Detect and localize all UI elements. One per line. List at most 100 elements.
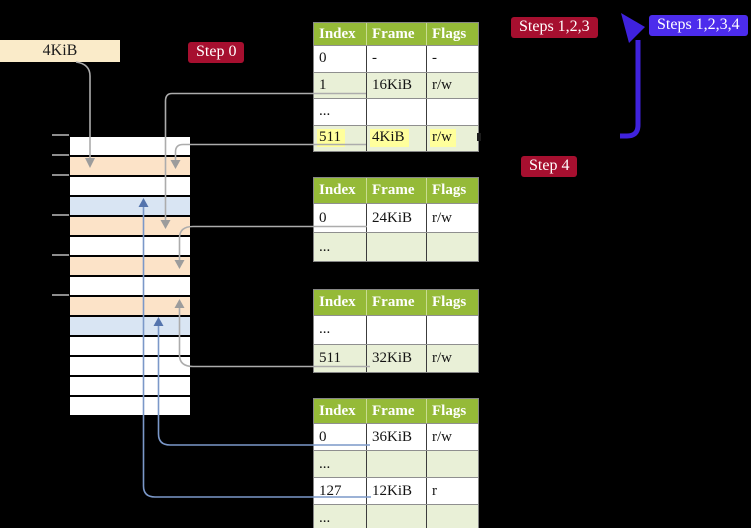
badge-step0-label: Step 0 [196, 43, 237, 60]
badge-steps-123-label: Steps 1,2,3 [519, 18, 590, 35]
badge-steps-1234-label: Steps 1,2,3,4 [657, 16, 740, 33]
table-cell [427, 99, 478, 125]
badge-step4: Step 4 [521, 156, 578, 177]
cell-text: ... [319, 238, 331, 255]
column-header: Frame [367, 399, 427, 423]
table-cell: 32KiB [367, 344, 427, 372]
table-cell [367, 451, 427, 477]
badge-step0: Step 0 [188, 42, 245, 63]
column-header: Frame [367, 23, 427, 45]
table-cell: r [427, 478, 478, 504]
memory-tick [52, 174, 69, 176]
cell-text: r/w [430, 129, 456, 148]
table-row: 0 - - [314, 45, 478, 72]
cell-text: 0 [319, 50, 327, 67]
table-cell: - [367, 46, 427, 72]
memory-row-white [70, 137, 190, 157]
table-cell: 511 [314, 344, 367, 372]
memory-column [70, 135, 190, 417]
table-cell: 0 [314, 424, 367, 450]
cell-text: r/w [432, 349, 452, 366]
column-header: Flags [432, 182, 467, 198]
memory-row-white [70, 357, 190, 377]
table-cell: r/w [427, 126, 478, 152]
column-header: Index [314, 178, 367, 203]
memory-row-white [70, 377, 190, 397]
table-cell: - [427, 46, 478, 72]
page-size-box: 4KiB [0, 40, 120, 62]
cell-text: 36KiB [372, 428, 413, 445]
cell-text: ... [319, 455, 331, 472]
table-cell [427, 233, 478, 261]
memory-tick [52, 294, 69, 296]
cell-text: 0 [319, 428, 327, 445]
table-cell: 0 [314, 204, 367, 232]
table-cell: ... [314, 99, 367, 125]
memory-row-blue [70, 197, 190, 217]
memory-row-orange [70, 217, 190, 237]
cell-text: r/w [432, 209, 452, 226]
cell-text: 16KiB [372, 76, 413, 93]
table-cell [367, 505, 427, 528]
cell-text: 0 [319, 209, 327, 226]
table-cell [367, 99, 427, 125]
cell-text: 1 [319, 76, 327, 93]
cell-text: - [372, 50, 377, 67]
table-cell: ... [314, 316, 367, 344]
column-header: Index [314, 290, 367, 315]
badge-step4-label: Step 4 [529, 157, 570, 174]
memory-tick [52, 214, 69, 216]
memory-tick [52, 134, 69, 136]
table-cell: 511 [314, 125, 367, 151]
table-cell: 12KiB [367, 478, 427, 504]
memory-row-white [70, 177, 190, 197]
table-cell: r/w [427, 73, 478, 99]
table-row: 0 36KiB r/w [314, 423, 478, 450]
table-cell [367, 233, 427, 261]
table-cell: 24KiB [367, 204, 427, 232]
cell-text: r/w [432, 76, 452, 93]
cell-text: ... [319, 321, 331, 338]
table-cell [427, 316, 478, 344]
column-header: Flags [432, 402, 467, 419]
memory-row-white [70, 337, 190, 357]
memory-tick [52, 154, 69, 156]
table-row: ... [314, 504, 478, 528]
cell-text: 24KiB [372, 209, 413, 226]
cell-text: r/w [432, 428, 452, 445]
table-cell: r/w [427, 204, 478, 232]
table-row: ... [314, 98, 478, 125]
table-cell: 16KiB [367, 72, 427, 98]
table-cell [427, 451, 478, 477]
column-header: Flags [432, 25, 467, 42]
memory-row-white [70, 397, 190, 417]
memory-row-blue [70, 317, 190, 337]
table-cell: 127 [314, 478, 367, 504]
column-header: Flags [432, 294, 467, 310]
badge-steps-123: Steps 1,2,3 [511, 17, 598, 38]
memory-row-orange [70, 157, 190, 177]
memory-row-orange [70, 257, 190, 277]
table-cell [427, 505, 478, 528]
table-cell: 1 [314, 72, 367, 98]
column-header: Frame [367, 178, 427, 203]
table-cell: r/w [427, 424, 478, 450]
column-header: Index [314, 23, 367, 45]
cell-text: ... [319, 103, 331, 120]
badge-steps-1234: Steps 1,2,3,4 [649, 15, 748, 36]
table-row: ... [314, 450, 478, 477]
table-cell: 36KiB [367, 424, 427, 450]
memory-row-white [70, 237, 190, 257]
cell-text: r [432, 482, 437, 499]
column-header: Frame [367, 290, 427, 315]
